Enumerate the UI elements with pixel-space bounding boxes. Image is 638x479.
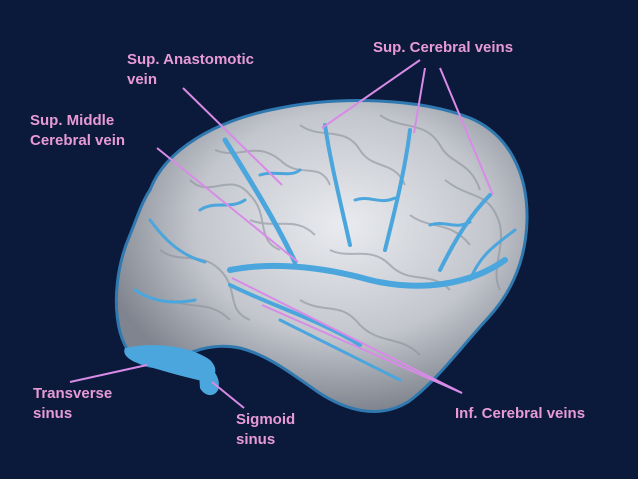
pointer-sup-middle	[156, 147, 299, 263]
label-inf-cerebral-veins: Inf. Cerebral veins	[455, 405, 586, 422]
label-sup-anastomotic-vein: Sup. Anastomotic vein	[127, 51, 254, 88]
pointer-lines	[69, 59, 494, 409]
pointer-sigmoid	[211, 381, 245, 409]
pointer-inf-cerebral-2	[261, 304, 463, 394]
pointer-sup-cerebral-3	[439, 67, 494, 196]
brain-hemisphere	[114, 99, 529, 413]
sup-vein-2	[383, 128, 412, 252]
cortex-gyri	[159, 114, 502, 356]
front-vein	[468, 228, 517, 282]
pointer-sup-anastomotic	[182, 87, 283, 186]
label-transverse-sinus: Transverse sinus	[33, 385, 113, 422]
pointer-sup-cerebral-2	[413, 67, 426, 134]
inf-vein-2	[278, 318, 402, 382]
pointer-sup-cerebral-1	[321, 59, 421, 129]
sup-vein-3	[438, 193, 492, 272]
inf-vein-1	[228, 283, 362, 347]
label-sup-middle-cerebral-vein: Sup. Middle Cerebral vein	[30, 112, 126, 149]
pointer-transverse	[69, 364, 148, 383]
transverse-sinus	[124, 345, 216, 381]
cerebral-veins	[133, 123, 517, 382]
sup-vein-1	[323, 123, 352, 247]
branch-1	[258, 168, 302, 177]
label-sigmoid-sinus: Sigmoid sinus	[236, 411, 296, 448]
branch-3	[428, 220, 472, 227]
branch-4	[198, 198, 247, 212]
pointer-inf-cerebral-1	[231, 277, 463, 394]
occipital-vein	[133, 288, 197, 304]
branch-2	[353, 196, 397, 203]
label-sup-cerebral-veins: Sup. Cerebral veins	[373, 39, 514, 56]
post-vein	[148, 218, 207, 264]
anastomotic-vein	[222, 137, 298, 265]
sigmoid-sinus	[198, 360, 219, 396]
